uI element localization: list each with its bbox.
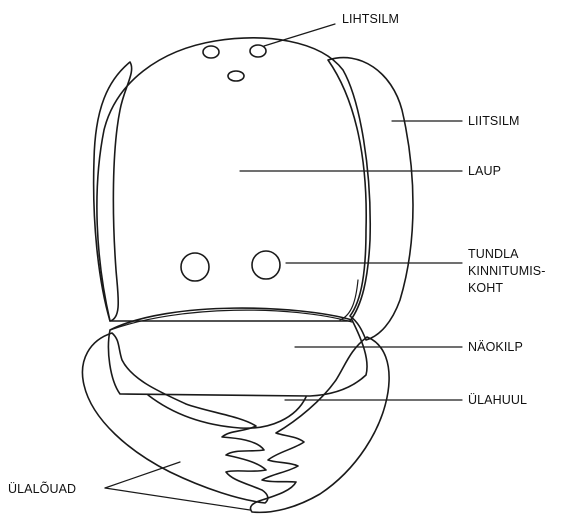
label-tundla-kinnitumiskoht: TUNDLA KINNITUMIS- KOHT (468, 246, 548, 297)
label-naokilp: NÄOKILP (468, 339, 523, 356)
leader-lihtsilm (264, 24, 335, 46)
labrum (148, 395, 306, 428)
label-lihtsilm: LIHTSILM (342, 11, 399, 28)
label-tundla-line-2: KINNITUMIS- (468, 263, 548, 280)
label-ulahuul: ÜLAHUUL (468, 392, 527, 409)
antenna-socket-right (252, 251, 280, 279)
label-tundla-line-3: KOHT (468, 280, 548, 297)
label-tundla-line-1: TUNDLA (468, 246, 548, 263)
label-ulaloauad: ÜLALÕUAD (8, 481, 76, 498)
ocellus-center (228, 71, 244, 81)
right-compound-eye (328, 58, 413, 340)
left-mandible (82, 333, 267, 503)
ocellus-left (203, 46, 219, 58)
ocellus-right (250, 45, 266, 57)
label-liitsilm: LIITSILM (468, 113, 520, 130)
leader-ulaloauad-1 (105, 462, 180, 488)
leader-ulaloauad-2 (105, 488, 250, 510)
label-laup: LAUP (468, 163, 501, 180)
antenna-socket-left (181, 253, 209, 281)
left-compound-eye (94, 62, 132, 321)
